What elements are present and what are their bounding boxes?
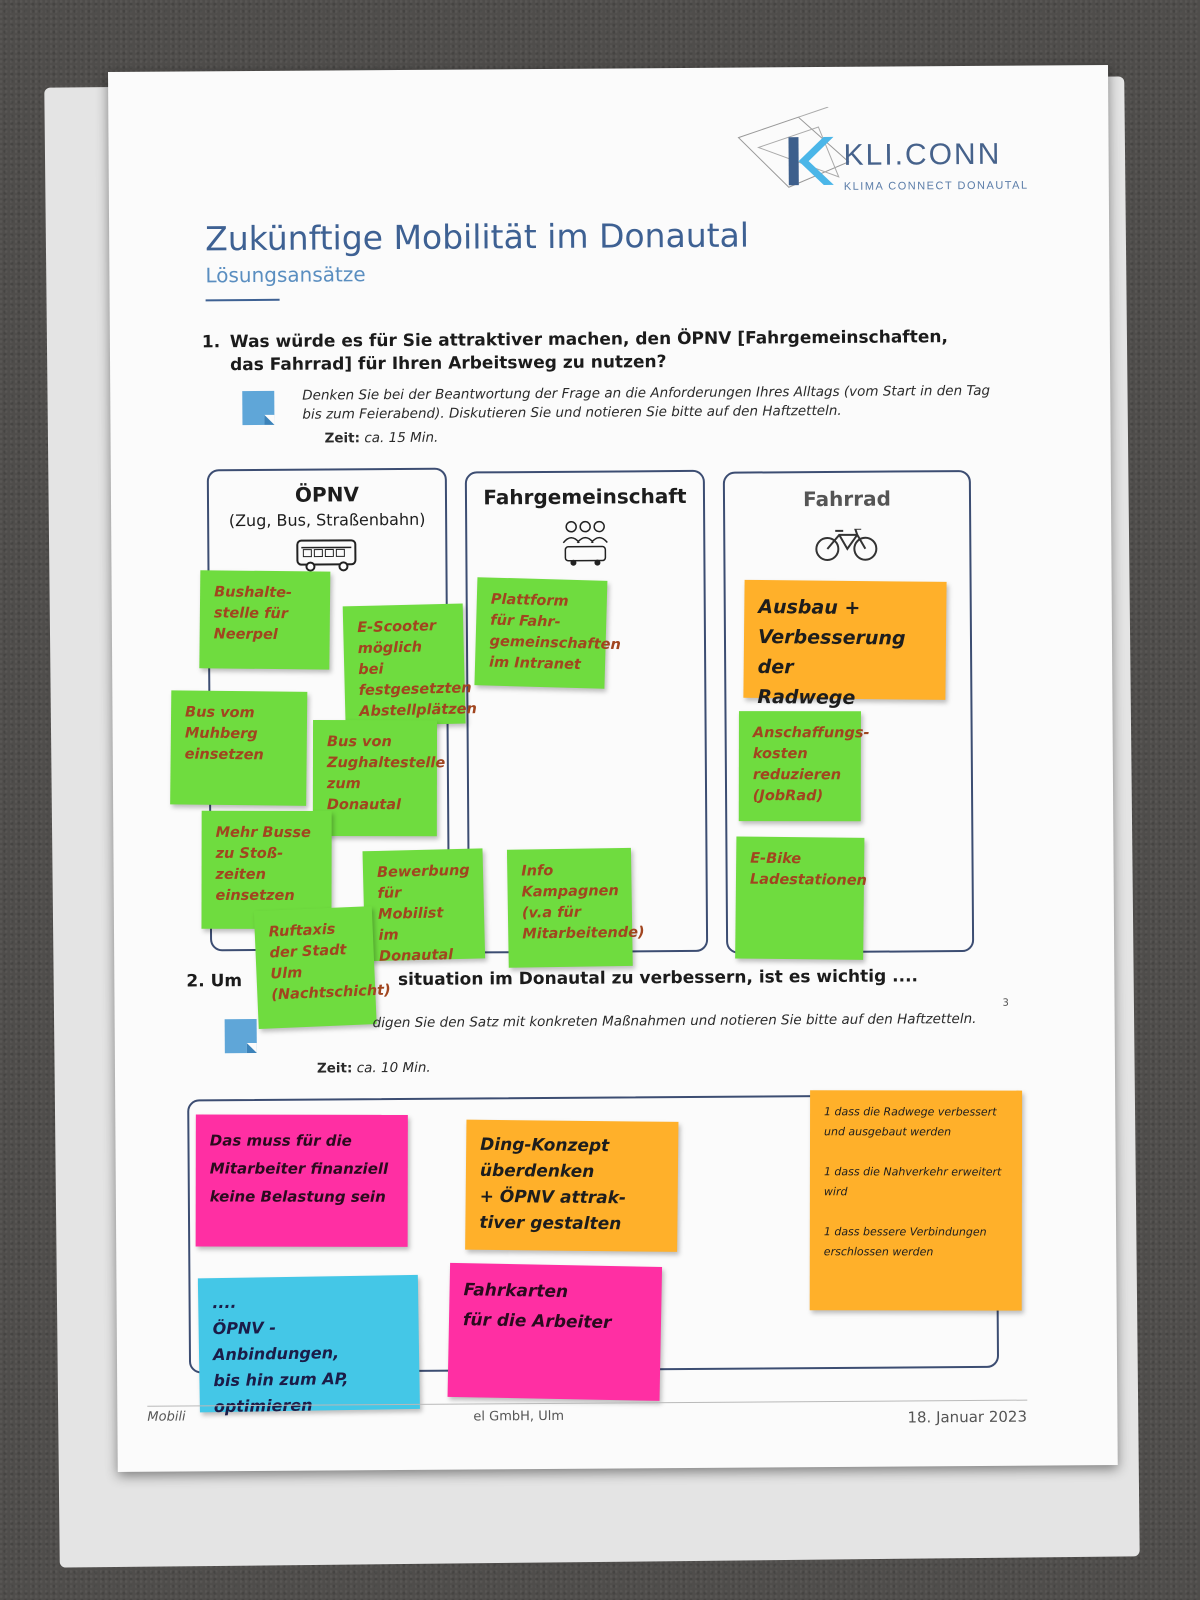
footer-company-text: el GmbH, Ulm (473, 1408, 565, 1425)
question-2: 2. Um situation im Donautal zu verbesser… (186, 966, 986, 992)
page-subtitle: Lösungsansätze (205, 262, 366, 288)
logo-text: KLI.CONN (843, 137, 1002, 172)
time-label: Zeit: (316, 1060, 353, 1077)
sticky-note-oepnv: E-Scooter möglich bei festgesetzten Abst… (342, 603, 478, 727)
sticky-text: Bewerbung für Mobilist im Donautal (376, 862, 470, 965)
question-1-instruction: Denken Sie bei der Beantwortung der Frag… (302, 382, 991, 423)
time-label: Zeit: (324, 430, 361, 447)
column-oepnv: ÖPNV (Zug, Bus, Straßenbahn) (206, 467, 451, 952)
question-2-time: Zeit: ca. 10 Min. (317, 1060, 431, 1077)
sticky-text: Anschaffungs- kosten reduzieren (JobRad) (752, 725, 870, 805)
column-fahrgemeinschaft: Fahrgemeinschaft (464, 469, 709, 954)
sticky-text: E-Scooter möglich bei festgesetzten Abst… (357, 618, 478, 721)
sticky-text: Bushalte- stelle für Neerpel (213, 584, 293, 644)
question-2-text: situation im Donautal zu verbessern, ist… (397, 966, 919, 990)
sticky-text: Bus von Zughaltestelle zum Donautal (326, 734, 446, 814)
column-title: Fahrgemeinschaft (483, 483, 687, 510)
question-2-number: 2. (186, 971, 205, 992)
sticky-text: Plattform für Fahr- gemeinschaften im In… (488, 591, 622, 674)
sticky-note-answer: Ding-Konzept überdenken + ÖPNV attrak- t… (465, 1119, 679, 1252)
question-2-instruction: digen Sie den Satz mit konkreten Maßnahm… (372, 1010, 977, 1032)
sticky-note-oepnv: Bewerbung für Mobilist im Donautal (362, 848, 486, 965)
sticky-text: Fahrkarten für die Arbeiter (462, 1280, 612, 1333)
sticky-note-oepnv: Bus vom Muhberg einsetzen (170, 690, 308, 806)
question-1: 1. Was würde es für Sie attraktiver mach… (202, 326, 982, 375)
column-title: ÖPNV (294, 482, 359, 507)
sticky-note-fahrrad: Ausbau + Verbesserung der Radwege (743, 579, 947, 709)
title-underline (205, 298, 280, 302)
time-value: ca. 10 Min. (356, 1059, 431, 1077)
sticky-text: Bus vom Muhberg einsetzen (184, 704, 264, 764)
column-fahrrad: Fahrrad (722, 469, 975, 954)
sticky-note-icon (242, 390, 275, 426)
poster-sheet: KLI.CONN KLIMA CONNECT DONAUTAL Zukünfti… (108, 65, 1118, 1472)
sticky-text: Ausbau + Verbesserung der Radwege (757, 595, 906, 709)
question-1-number: 1. (201, 332, 221, 353)
footer-date: 18. Januar 2023 (907, 1407, 1028, 1427)
sticky-text: 1 dass die Radwege verbessert und ausgeb… (823, 1105, 1002, 1259)
sticky-text: Info Kampagnen (v.a für Mitarbeitende) (521, 863, 645, 943)
sticky-note-answer: 1 dass die Radwege verbessert und ausgeb… (809, 1090, 1023, 1311)
sticky-note-fahrrad: Anschaffungs- kosten reduzieren (JobRad) (738, 711, 870, 822)
sticky-text: Das muss für die Mitarbeiter finanziell … (209, 1131, 389, 1206)
sticky-text: Ruftaxis der Stadt Ulm (Nachtschicht) (268, 921, 392, 1004)
sticky-note-answer: Fahrkarten für die Arbeiter (447, 1262, 663, 1401)
sticky-note-answer: .... ÖPNV - Anbindungen, bis hin zum AP,… (197, 1274, 420, 1416)
sticky-text: .... ÖPNV - Anbindungen, bis hin zum AP,… (212, 1292, 349, 1417)
sticky-note-fahrgemeinschaft: Info Kampagnen (v.a für Mitarbeitende) (506, 847, 645, 968)
carpool-icon (562, 520, 608, 566)
column-title: Fahrrad (803, 486, 891, 512)
sticky-text: Mehr Busse zu Stoß- zeiten einsetzen (215, 824, 311, 904)
column-subtitle: (Zug, Bus, Straßenbahn) (228, 509, 426, 531)
sticky-text: E-Bike Ladestationen (749, 850, 867, 889)
sticky-note-oepnv: Bushalte- stelle für Neerpel (199, 570, 331, 670)
sticky-note-fahrgemeinschaft: Plattform für Fahr- gemeinschaften im In… (474, 577, 622, 689)
sticky-note-icon (224, 1018, 257, 1054)
time-value: ca. 15 Min. (364, 429, 439, 447)
sticky-note-oepnv: Ruftaxis der Stadt Ulm (Nachtschicht) (253, 906, 392, 1029)
sticky-note-answer: Das muss für die Mitarbeiter finanziell … (195, 1114, 408, 1247)
sticky-note-fahrrad: E-Bike Ladestationen (735, 836, 867, 960)
question-1-time: Zeit: ca. 15 Min. (325, 430, 439, 447)
page-number: 3 (1002, 997, 1009, 1009)
logo-tagline: KLIMA CONNECT DONAUTAL (843, 179, 1029, 193)
question-1-text: Was würde es für Sie attraktiver machen,… (229, 327, 948, 376)
sticky-text: Ding-Konzept überdenken + ÖPNV attrak- t… (479, 1134, 627, 1235)
bicycle-icon (815, 528, 878, 561)
bus-icon (296, 539, 357, 572)
question-2-start: Um (210, 971, 243, 992)
page-title: Zukünftige Mobilität im Donautal (205, 215, 750, 259)
logo-graphic (737, 106, 850, 188)
footer-left-text: Mobili (147, 1409, 186, 1425)
